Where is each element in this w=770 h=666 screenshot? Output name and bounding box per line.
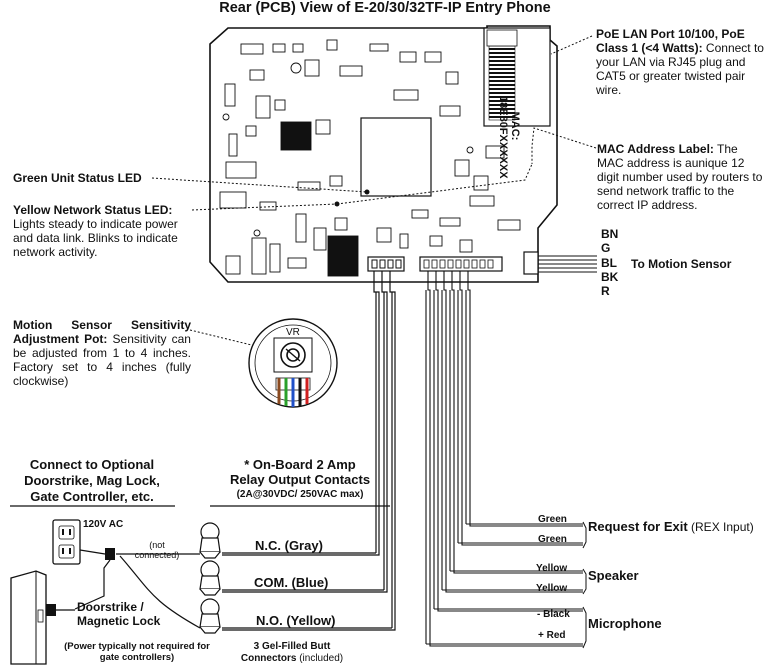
poe-heading: PoE LAN Port 10/100, PoE Class 1 (<4 Wat… (596, 27, 745, 55)
microphone-label: Microphone (588, 616, 662, 631)
sensitivity-pot (248, 318, 338, 408)
ac-label: 120V AC (83, 519, 124, 530)
mac-heading: MAC Address Label: (597, 142, 714, 156)
wire-bn: BN (601, 227, 619, 241)
pcb-components (219, 39, 521, 277)
green-led-dot (364, 189, 370, 195)
wire-bk: BK (601, 269, 619, 284)
rex-wire-2: Green (538, 534, 567, 545)
rex-heading: Request for Exit (588, 519, 688, 534)
wire-bl: BL (601, 255, 617, 270)
yellow-led-text: Lights steady to indicate power and data… (13, 217, 178, 259)
relay-heading-2: Relay Output Contacts (229, 472, 371, 487)
motion-pot-description: Motion Sensor Sensitivity Adjustment Pot… (13, 318, 191, 388)
butt-connectors (199, 522, 221, 634)
doorstrike-label: Doorstrike / Magnetic Lock (77, 600, 161, 628)
mic-wire-1: - Black (537, 609, 570, 620)
to-motion-sensor-label: To Motion Sensor (631, 257, 732, 271)
rex-sub: (REX Input) (687, 520, 754, 534)
speaker-wire-2: Yellow (536, 583, 568, 594)
poe-description: PoE LAN Port 10/100, PoE Class 1 (<4 Wat… (596, 27, 766, 97)
motion-connector (523, 251, 539, 275)
terminal-nc: N.C. (Gray) (255, 538, 323, 553)
door-icon (10, 570, 75, 665)
motion-pot-text: Sensitivity can be adjusted from 1 to 4 … (13, 332, 191, 388)
relay-heading-1: * On-Board 2 Amp (244, 457, 356, 472)
yellow-led-description: Yellow Network Status LED: Lights steady… (13, 203, 193, 259)
not-connected-label: (not connected) (134, 540, 180, 560)
page-title: Rear (PCB) View of E-20/30/32TF-IP Entry… (219, 0, 551, 16)
ac-outlet (52, 519, 81, 565)
terminal-no: N.O. (Yellow) (256, 613, 336, 628)
connect-optional-heading: Connect to Optional Doorstrike, Mag Lock… (24, 457, 160, 504)
mac-sticker-text: MAC: 18E80FXXXXXX (497, 96, 521, 179)
mac-description: MAC Address Label: The MAC address is au… (597, 142, 765, 212)
butt-connectors-line3: (included) (299, 653, 344, 664)
butt-connectors-label: 3 Gel-Filled Butt Connectors (included) (222, 641, 362, 665)
mac-text: The MAC address is aunique 12 digit numb… (597, 142, 763, 212)
motion-pot-heading: Motion Sensor Sensitivity Adjustment Pot… (13, 318, 191, 346)
speaker-label: Speaker (588, 568, 639, 583)
io-wires (425, 271, 583, 647)
power-note: (Power typically not required for gate c… (64, 641, 210, 663)
green-led-label: Green Unit Status LED (13, 171, 142, 185)
mic-wire-2: + Red (538, 630, 566, 641)
wire-r: R (601, 284, 610, 299)
vr-label: VR (286, 327, 300, 338)
relay-heading-3: (2A@30VDC/ 250VAC max) (236, 489, 364, 500)
rex-wire-1: Green (538, 514, 567, 525)
rex-label: Request for Exit (REX Input) (588, 519, 754, 535)
yellow-led-heading: Yellow Network Status LED: (13, 203, 173, 217)
leader-lines (151, 35, 597, 351)
wire-g: G (601, 241, 611, 256)
butt-connectors-line1: 3 Gel-Filled Butt (253, 641, 331, 652)
poe-text: Connect to your LAN via RJ45 plug and CA… (596, 41, 764, 97)
terminal-com: COM. (Blue) (254, 575, 329, 590)
speaker-wire-1: Yellow (536, 563, 568, 574)
relay-wires (222, 271, 396, 631)
butt-connectors-line2: Connectors (240, 653, 297, 664)
motion-wire-colors: BN G BL BK R (601, 227, 631, 298)
